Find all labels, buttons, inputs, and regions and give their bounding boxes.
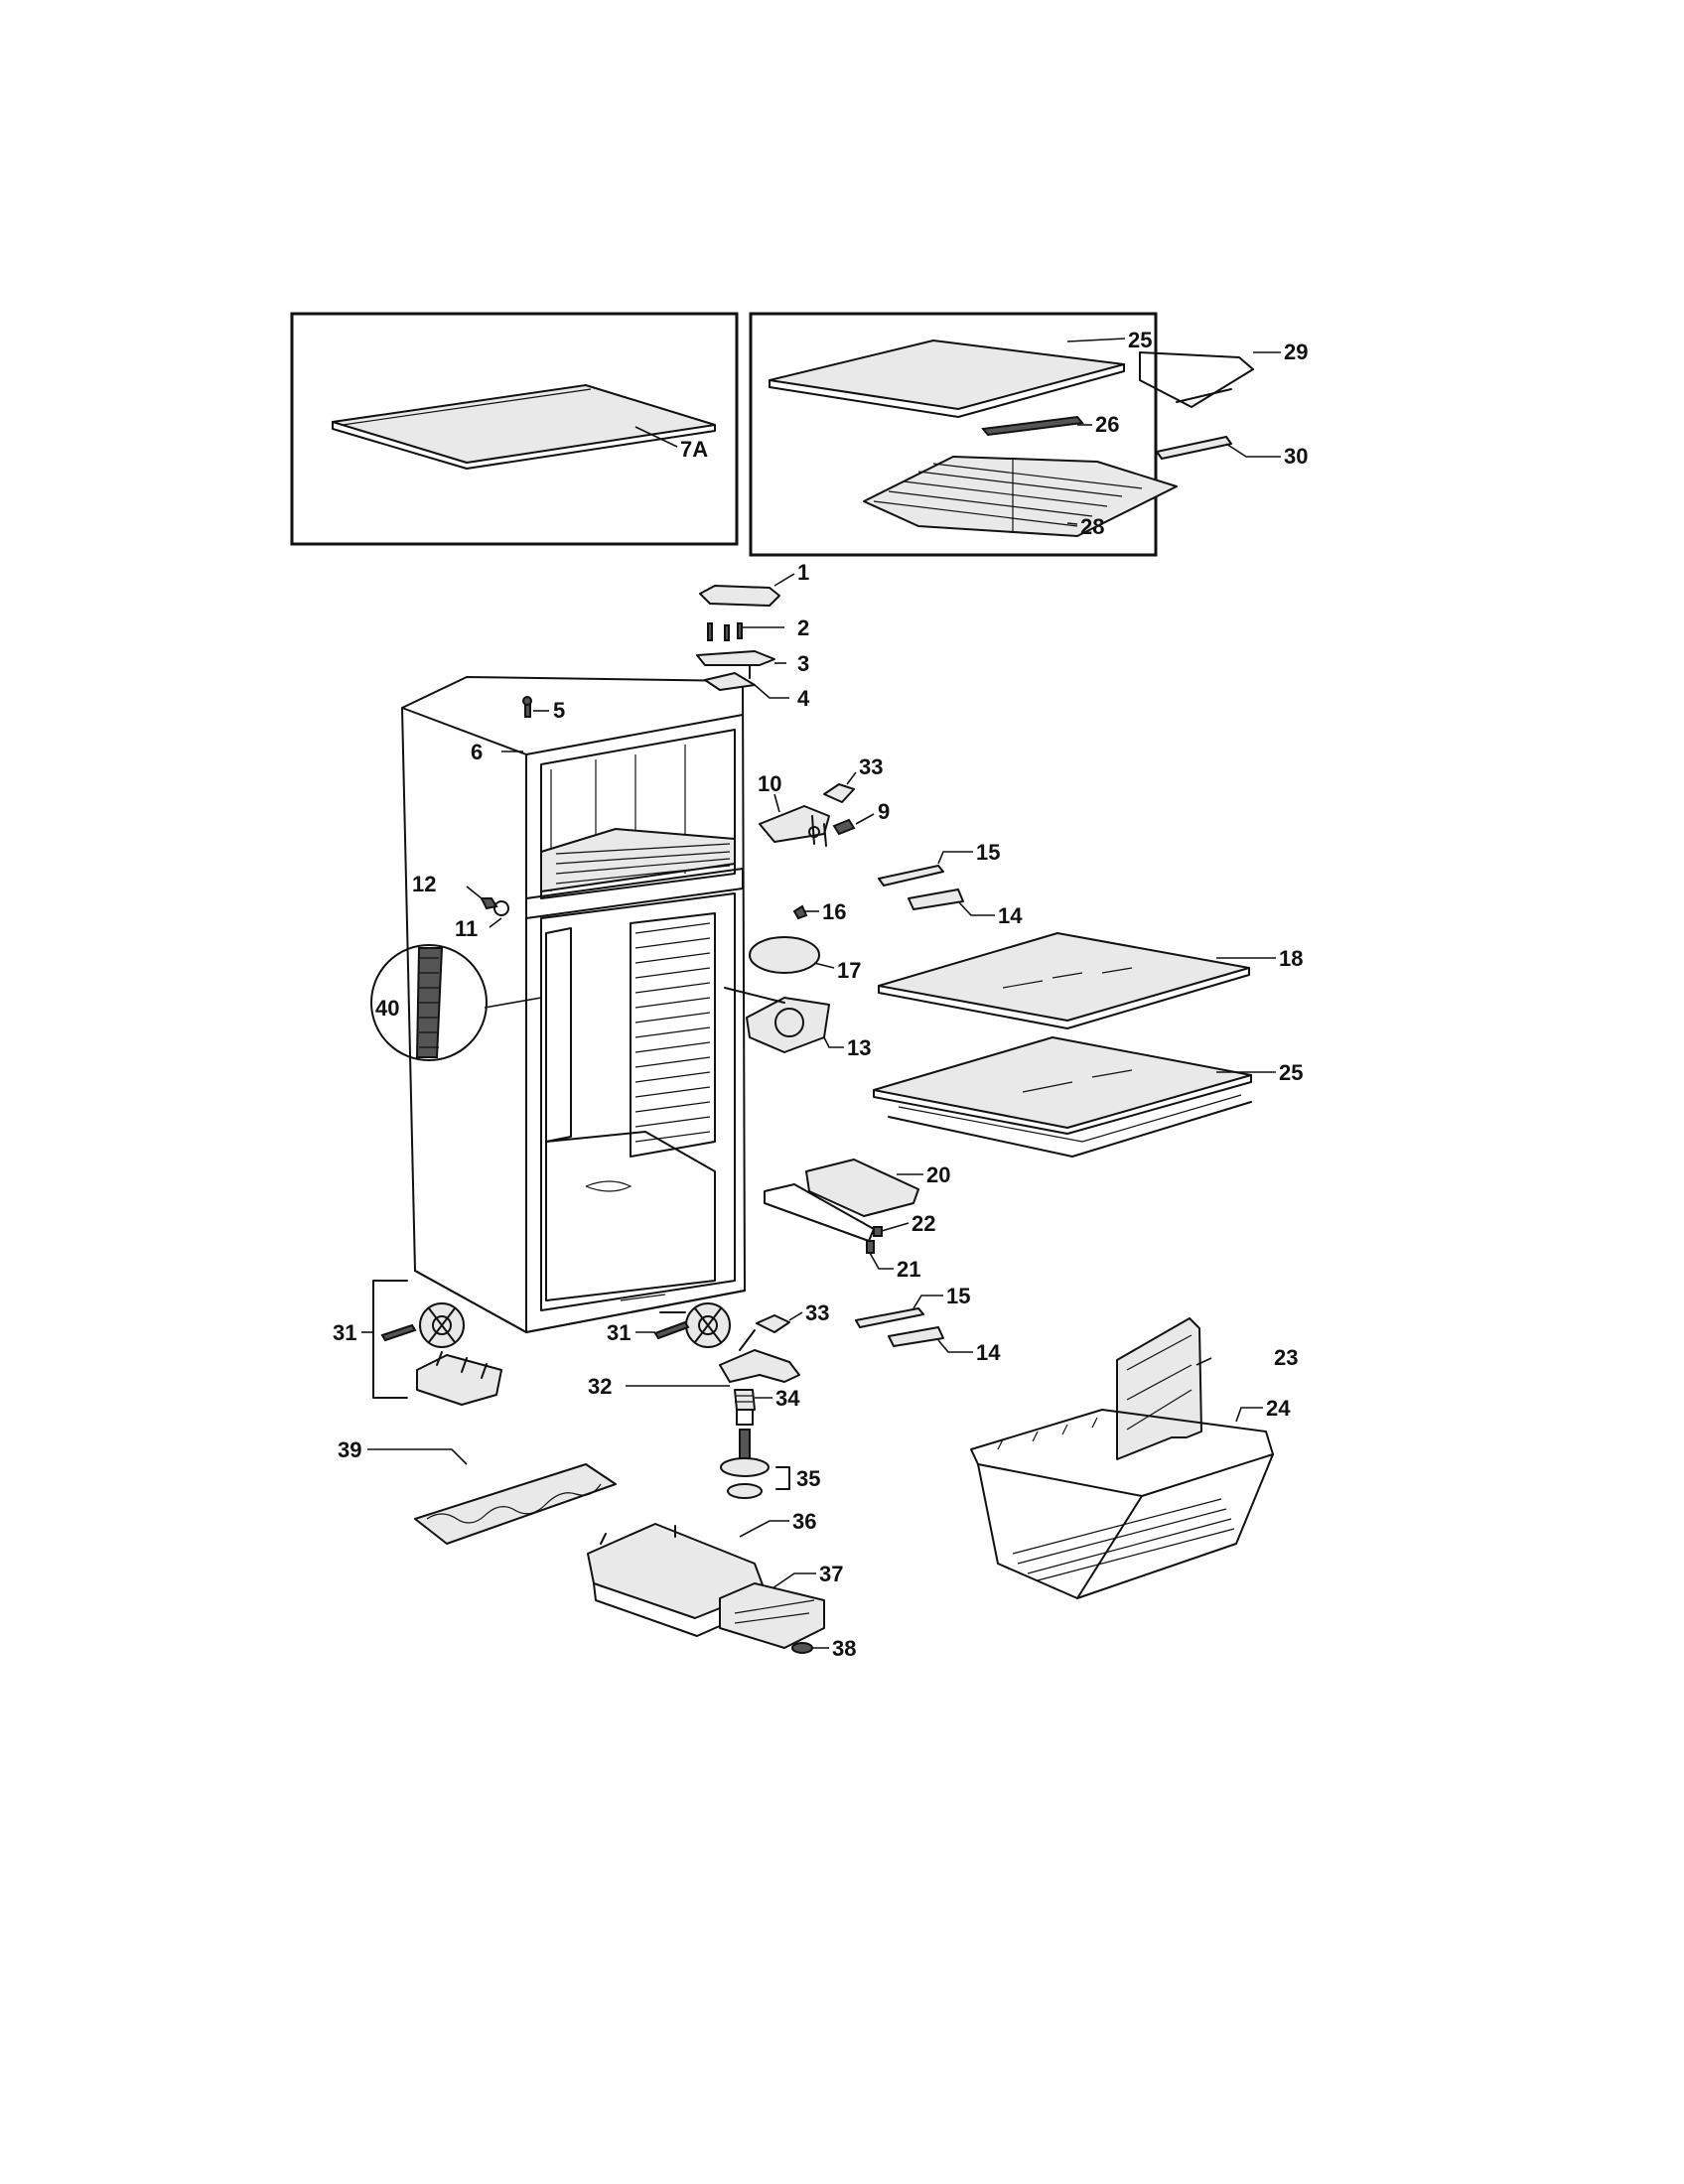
callout-39: 39 (338, 1437, 361, 1462)
roller-assemblies (372, 1280, 731, 1406)
callout-2: 2 (797, 615, 809, 640)
callout-24: 24 (1266, 1396, 1291, 1421)
callout-11: 11 (455, 916, 478, 941)
callout-3: 3 (797, 651, 809, 676)
leveling-leg (720, 1389, 790, 1499)
callout-33-lower: 33 (805, 1300, 829, 1325)
callout-labels: 7A 25 26 28 29 30 1 2 3 4 5 6 33 10 9 12… (333, 328, 1308, 1661)
callout-5: 5 (553, 698, 565, 723)
callout-30: 30 (1284, 444, 1308, 469)
gasket-39 (414, 1463, 617, 1545)
callout-18: 18 (1279, 946, 1303, 971)
callout-15-upper: 15 (976, 840, 1000, 865)
callout-31-right: 31 (607, 1320, 631, 1345)
callout-37: 37 (819, 1562, 843, 1586)
callout-16: 16 (822, 899, 846, 924)
callout-14-lower: 14 (976, 1340, 1001, 1365)
detail-circle-40 (370, 944, 542, 1061)
callout-28: 28 (1080, 514, 1104, 539)
callout-4: 4 (797, 686, 810, 711)
callout-31-left: 31 (333, 1320, 356, 1345)
callout-15-lower: 15 (946, 1284, 970, 1308)
leader-lines (361, 338, 1281, 1649)
callout-34: 34 (775, 1386, 800, 1411)
callout-33-upper: 33 (859, 754, 883, 779)
callout-9: 9 (878, 799, 890, 824)
callout-35: 35 (796, 1466, 820, 1491)
callout-40: 40 (375, 996, 399, 1021)
callout-1: 1 (797, 560, 809, 585)
callout-36: 36 (792, 1509, 816, 1534)
callout-29: 29 (1284, 340, 1308, 364)
callout-25-upper: 25 (1128, 328, 1152, 352)
inset-frame-right (749, 312, 1254, 557)
refrigerator-cabinet (401, 676, 746, 1333)
callout-22: 22 (912, 1211, 935, 1236)
drain-pan-assembly (587, 1523, 825, 1654)
glass-shelf-25-lower (873, 1036, 1252, 1158)
bottom-hinge-parts (719, 1314, 800, 1383)
door-rack-lower (855, 1307, 944, 1347)
top-hinge-parts (522, 585, 780, 718)
callout-23: 23 (1274, 1345, 1298, 1370)
callout-38: 38 (832, 1636, 856, 1661)
callout-7A: 7A (680, 437, 708, 462)
callout-6: 6 (471, 740, 483, 764)
callout-32: 32 (588, 1374, 612, 1399)
callout-10: 10 (758, 771, 781, 796)
callout-21: 21 (897, 1257, 920, 1282)
door-rack-upper (878, 865, 964, 910)
callout-20: 20 (926, 1162, 950, 1187)
light-assembly (724, 904, 830, 1053)
callout-25-lower: 25 (1279, 1060, 1303, 1085)
glass-shelf-18 (878, 932, 1250, 1029)
callout-17: 17 (837, 958, 861, 983)
inset-frame-left (290, 312, 739, 546)
callout-12: 12 (412, 872, 436, 896)
middle-hinge-parts (759, 783, 856, 847)
callout-14-upper: 14 (998, 903, 1023, 928)
callout-26: 26 (1095, 412, 1119, 437)
callout-13: 13 (847, 1035, 871, 1060)
crisper-drawer (970, 1317, 1274, 1599)
crisper-slide-parts (764, 1159, 919, 1254)
plug-parts (480, 897, 509, 916)
